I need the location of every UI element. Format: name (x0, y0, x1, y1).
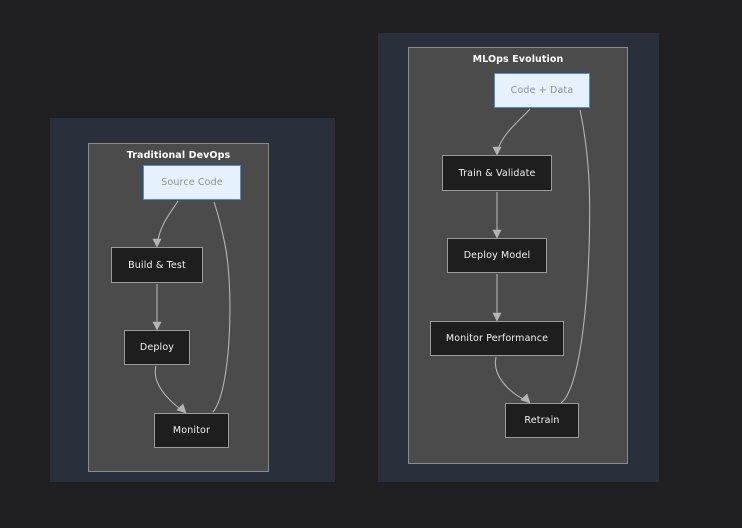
node-retrain[interactable]: Retrain (505, 403, 579, 438)
node-label-build-test: Build & Test (128, 259, 186, 271)
node-build-test[interactable]: Build & Test (111, 247, 203, 283)
node-monitor-performance[interactable]: Monitor Performance (430, 321, 564, 356)
node-label-retrain: Retrain (524, 415, 560, 426)
cluster-title-mlops-evolution: MLOps Evolution (472, 54, 564, 65)
node-label-monitor-performance: Monitor Performance (445, 333, 549, 344)
cluster-title-traditional-devops: Traditional DevOps (126, 150, 231, 161)
node-deploy[interactable]: Deploy (124, 330, 190, 365)
node-label-train-validate: Train & Validate (458, 167, 536, 179)
node-label-deploy-model: Deploy Model (463, 250, 531, 261)
node-monitor[interactable]: Monitor (154, 413, 229, 448)
node-label-source-code: Source Code (161, 177, 223, 188)
node-train-validate[interactable]: Train & Validate (442, 155, 552, 191)
node-deploy-model[interactable]: Deploy Model (447, 238, 547, 273)
node-code-data[interactable]: Code + Data (494, 73, 590, 108)
node-label-code-data: Code + Data (510, 85, 574, 96)
node-source-code[interactable]: Source Code (143, 165, 241, 200)
node-label-deploy: Deploy (139, 342, 175, 353)
node-label-monitor: Monitor (172, 425, 211, 436)
